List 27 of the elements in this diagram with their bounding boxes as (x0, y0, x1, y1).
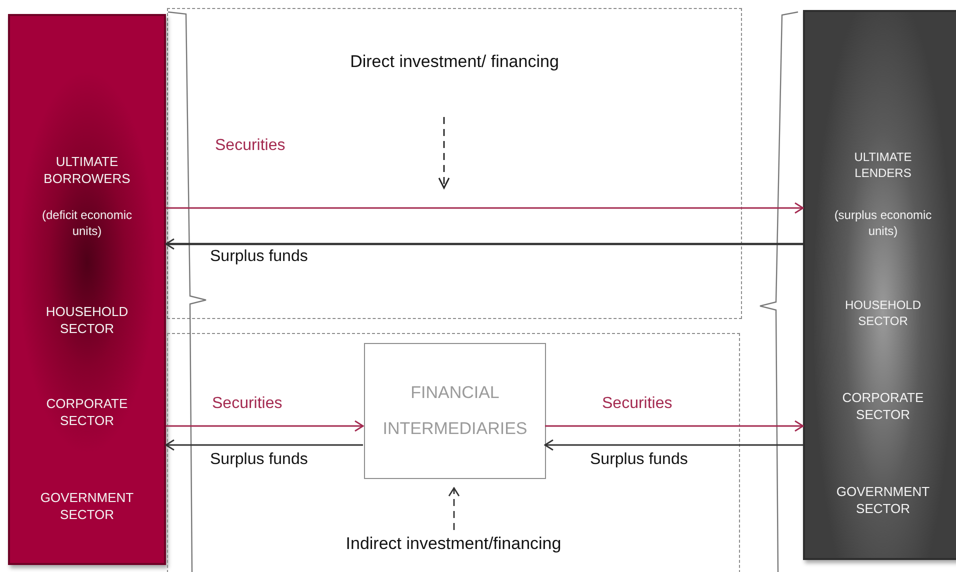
arrow (166, 202, 804, 214)
sector-label: (surplus economic units) (833, 208, 933, 240)
arrow (166, 420, 364, 432)
arrow (165, 238, 803, 250)
box-label: FINANCIAL INTERMEDIARIES (382, 382, 528, 440)
arrow (448, 487, 460, 530)
sector-label: GOVERNMENT SECTOR (39, 490, 135, 524)
sector-label: HOUSEHOLD SECTOR (844, 298, 922, 330)
arrow (545, 420, 804, 432)
dashed-region (167, 333, 740, 572)
edge-label: Surplus funds (208, 451, 310, 469)
intermediary-box (364, 343, 546, 479)
sector-label: CORPORATE SECTOR (45, 396, 129, 430)
region-title: Indirect investment/financing (344, 534, 562, 554)
sector-label: HOUSEHOLD SECTOR (44, 304, 130, 338)
sector-column (803, 10, 956, 560)
arrow (165, 439, 363, 451)
sector-label: ULTIMATE LENDERS (853, 150, 913, 182)
sector-label: (deficit economic units) (40, 208, 134, 240)
sector-label: ULTIMATE BORROWERS (42, 154, 132, 188)
sector-label: GOVERNMENT SECTOR (835, 484, 931, 518)
arrow (544, 439, 803, 451)
sector-label: CORPORATE SECTOR (841, 390, 925, 424)
edge-label: Surplus funds (588, 451, 690, 469)
section-title: Direct investment/ financing (349, 52, 560, 72)
sector-column (8, 14, 166, 565)
edge-label: Surplus funds (208, 248, 310, 266)
